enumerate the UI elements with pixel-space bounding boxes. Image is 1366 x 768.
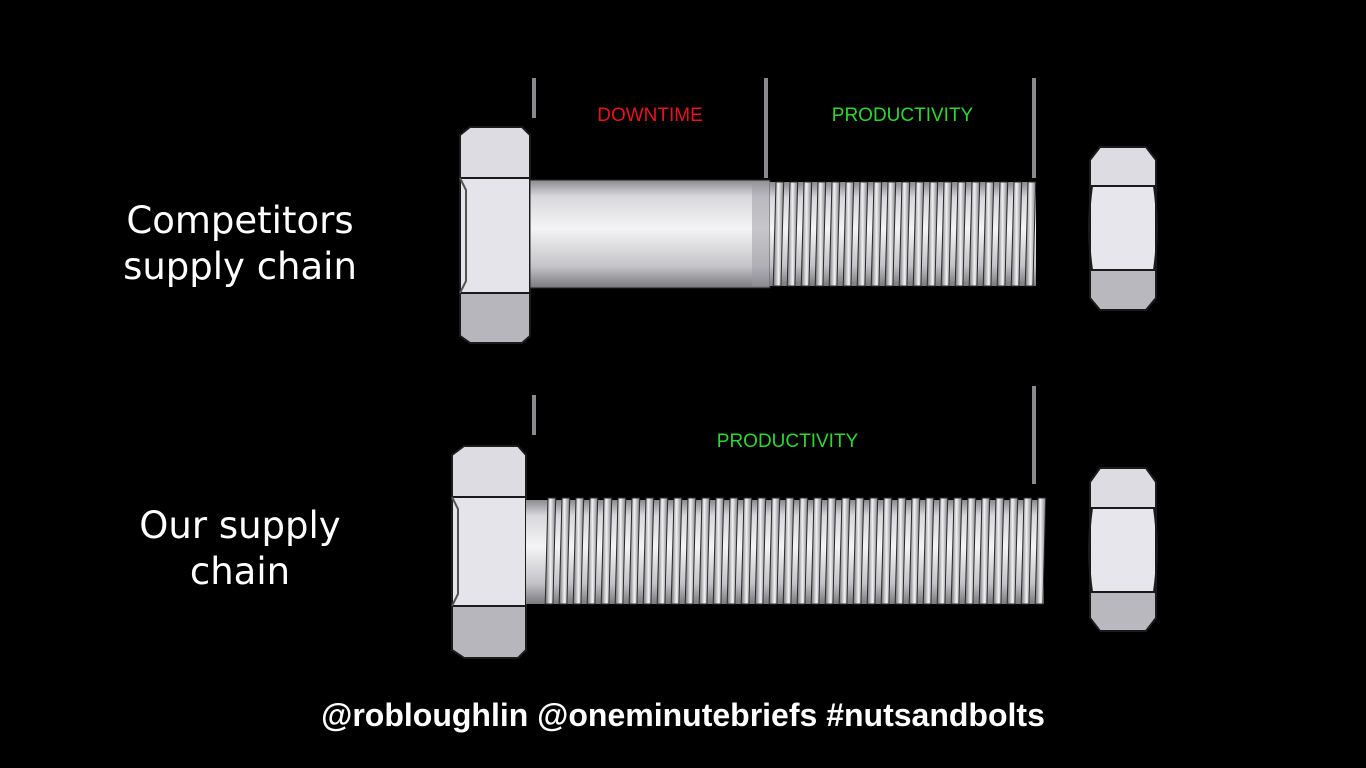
downtime-segment-label: DOWNTIME — [597, 105, 703, 126]
our-label-line2: chain — [189, 550, 291, 593]
thread-ridge — [964, 497, 977, 605]
thread-ridge — [810, 497, 823, 605]
thread-ridge — [992, 497, 1005, 605]
thread-ridge — [828, 181, 841, 287]
thread-ridge — [940, 181, 953, 287]
thread-ridge — [1020, 497, 1033, 605]
thread-ridge — [908, 497, 921, 605]
our-bolt — [451, 445, 1047, 659]
our-label: Our supply chain — [100, 503, 380, 595]
thread-ridge — [698, 497, 711, 605]
thread-ridge — [740, 497, 753, 605]
thread-ridge — [786, 181, 799, 287]
thread-ridge — [866, 497, 879, 605]
thread-ridge — [884, 181, 897, 287]
thread-ridge — [912, 181, 925, 287]
thread-ridge — [670, 497, 683, 605]
thread-ridge — [642, 497, 655, 605]
footer-credits: @robloughlin @oneminutebriefs #nutsandbo… — [321, 697, 1045, 733]
thread-ridge — [614, 497, 627, 605]
thread-ridge — [558, 497, 571, 605]
thread-ridge — [922, 497, 935, 605]
thread-ridge — [838, 497, 851, 605]
thread-ridge — [926, 181, 939, 287]
thread-ridge — [782, 497, 795, 605]
thread-ridge — [936, 497, 949, 605]
thread-ridge — [1034, 497, 1047, 605]
nut-top — [1088, 146, 1158, 311]
thread-ridge — [772, 181, 785, 287]
thread-ridge — [726, 497, 739, 605]
competitors-bolt — [459, 126, 1037, 344]
thread-ridge — [628, 497, 641, 605]
thread-ridge — [870, 181, 883, 287]
thread-ridge — [982, 181, 995, 287]
thread-ridge — [572, 497, 585, 605]
thread-ridge — [950, 497, 963, 605]
thread-ridge — [768, 497, 781, 605]
segment-markers-bottom — [532, 386, 1036, 484]
thread-ridge — [1024, 181, 1037, 287]
thread-ridge — [656, 497, 669, 605]
thread-ridge — [586, 497, 599, 605]
thread-ridge — [712, 497, 725, 605]
our-label-line1: Our supply — [139, 504, 341, 547]
thread-ridge — [814, 181, 827, 287]
segment-markers-top — [532, 78, 1036, 178]
thread-ridge — [800, 181, 813, 287]
productivity-segment-label-top: PRODUCTIVITY — [831, 105, 974, 126]
thread-ridge — [968, 181, 981, 287]
thread-ridge — [842, 181, 855, 287]
thread-ridge — [996, 181, 1009, 287]
thread-ridge — [824, 497, 837, 605]
thread-ridge — [754, 497, 767, 605]
thread-ridge — [1006, 497, 1019, 605]
bolt-head-bottom — [451, 445, 527, 659]
thread-ridge — [978, 497, 991, 605]
competitors-label: Competitors supply chain — [100, 198, 380, 290]
thread-ridge — [954, 181, 967, 287]
nut-bottom — [1088, 467, 1158, 632]
productivity-segment-label-bottom: PRODUCTIVITY — [716, 431, 859, 452]
bolt-shank-plain — [529, 179, 771, 289]
bolt-head-top — [459, 126, 531, 344]
competitors-label-line2: supply chain — [123, 245, 357, 288]
thread-ridge — [544, 497, 557, 605]
competitors-label-line1: Competitors — [126, 199, 354, 242]
thread-ridge — [894, 497, 907, 605]
thread-ridge — [684, 497, 697, 605]
thread-ridge — [880, 497, 893, 605]
thread-ridge — [1010, 181, 1023, 287]
thread-ridge — [852, 497, 865, 605]
thread-ridge — [600, 497, 613, 605]
thread-ridge — [856, 181, 869, 287]
thread-ridge — [898, 181, 911, 287]
thread-ridge — [796, 497, 809, 605]
